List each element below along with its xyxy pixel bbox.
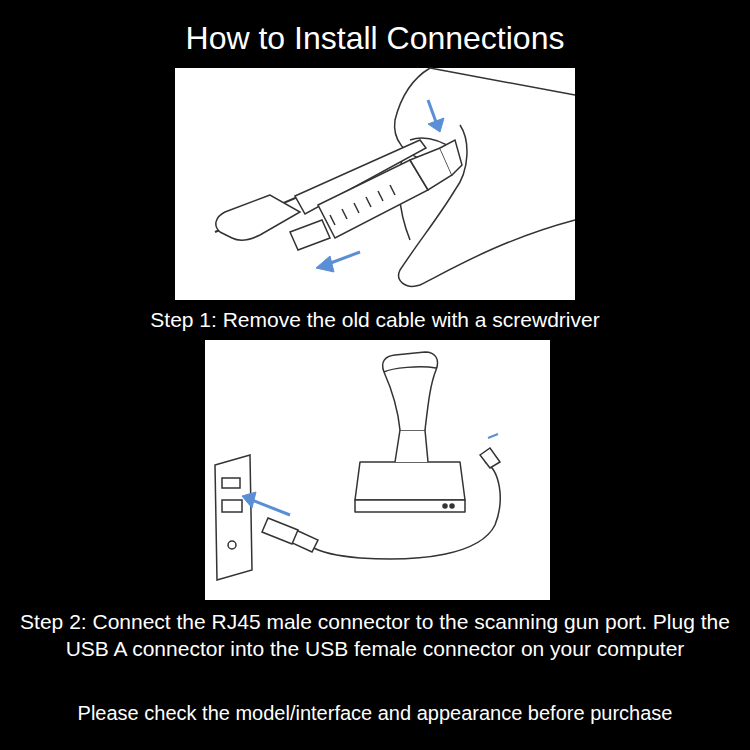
- illustration-panel: [175, 68, 575, 300]
- note-text: Please check the model/interface and app…: [6, 700, 744, 726]
- hand-drawing: [395, 68, 575, 286]
- rj45-plug: [480, 448, 500, 468]
- page-title: How to Install Connections: [10, 18, 740, 60]
- usb-plug: [262, 518, 318, 552]
- direction-arrow: [242, 434, 498, 515]
- scanner-drawing: [355, 352, 465, 512]
- computer-port: [215, 455, 252, 580]
- step-caption: Step 1: Remove the old cable with a scre…: [10, 306, 740, 333]
- illustration-panel: [205, 340, 550, 600]
- step-caption: Step 2: Connect the RJ45 male connector …: [6, 608, 744, 663]
- direction-arrow: [316, 100, 444, 272]
- cable: [310, 462, 500, 559]
- cable-connector: [290, 140, 462, 250]
